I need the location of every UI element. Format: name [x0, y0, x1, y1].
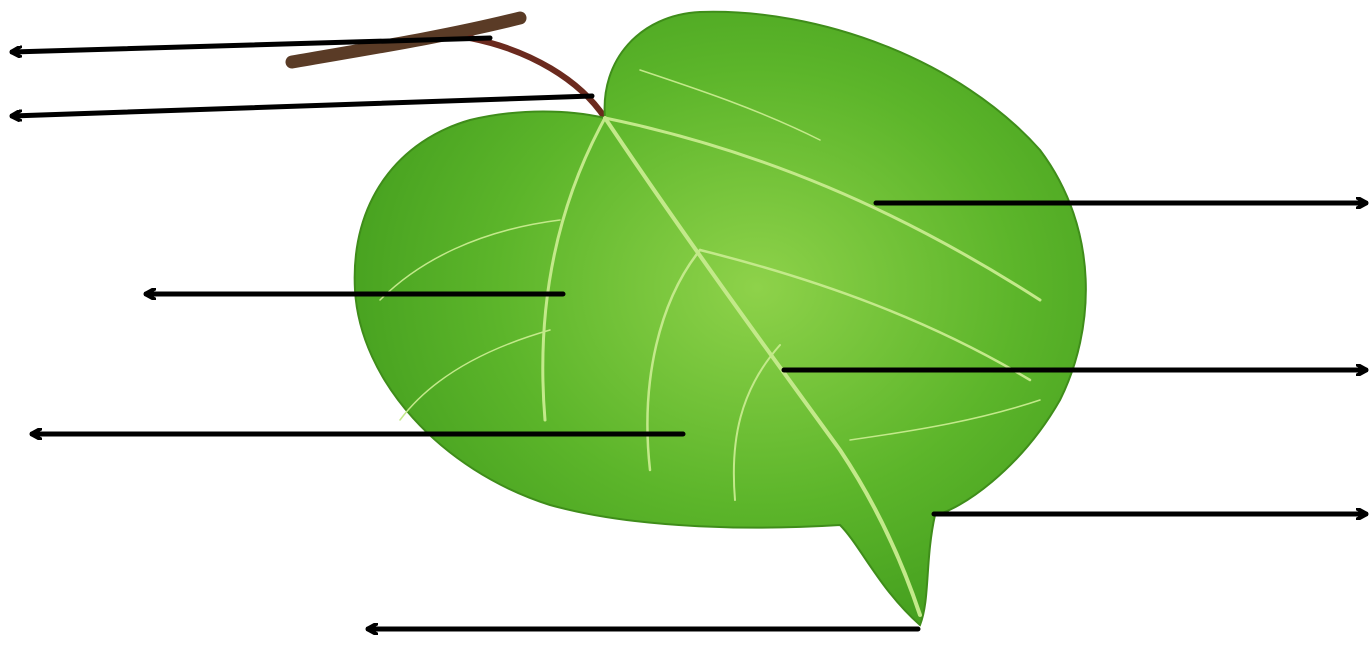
- leaf-blade: [355, 12, 1086, 625]
- petiole: [470, 38, 605, 118]
